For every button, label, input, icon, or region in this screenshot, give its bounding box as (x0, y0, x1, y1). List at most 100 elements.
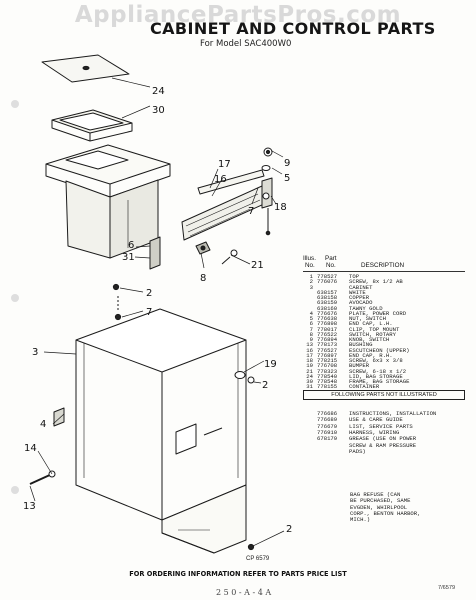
table-header: Illus. Part No. No. DESCRIPTION (303, 255, 473, 271)
part-number: 778527 (317, 273, 338, 280)
part-description: INSTRUCTIONS, INSTALLATION (349, 410, 437, 417)
illus-number: 2 (309, 278, 313, 286)
callout-30: 30 (152, 105, 165, 116)
end-cap-lh (149, 236, 161, 270)
note-line: CORP., BENTON HARBOR, (350, 509, 421, 517)
part-description: AVOCADO (349, 299, 373, 307)
note-line: BE PURCHASED, SAME (350, 497, 411, 505)
table-row: SCREW & RAM PRESSURE (303, 442, 476, 449)
rotary-switch (195, 241, 211, 255)
callout-21: 21 (251, 260, 264, 271)
part-number: 776897 (317, 351, 338, 359)
part-description: TOP (349, 273, 360, 280)
bumper (234, 371, 246, 379)
binder-holes (11, 100, 19, 494)
header-no-1: No. (305, 262, 315, 269)
illus-number: 19 (306, 362, 313, 370)
callout-17: 17 (218, 159, 231, 170)
table-row: 678179 GREASE (USE ON POWER (303, 435, 476, 443)
callout-31: 31 (122, 252, 135, 263)
note-line: BAG REFUSE (CAN (350, 491, 401, 498)
table-row: 776689 USE & CARE GUIDE (303, 416, 476, 424)
part-number: 776679 (317, 422, 338, 430)
table-row: 4 776676 PLATE, POWER CORD (303, 309, 476, 317)
illus-number: 3 (309, 283, 313, 291)
part-number: 638157 (317, 288, 338, 296)
part-number: 778540 (317, 372, 338, 380)
table-row: 13 778173 BUSHING (303, 341, 476, 349)
part-description: SWITCH, ROTARY (349, 330, 396, 338)
part-number: 778017 (317, 325, 338, 333)
part-number: 778323 (317, 367, 338, 375)
part-number: 638158 (317, 294, 338, 301)
part-description: NUT, SWITCH (349, 315, 386, 322)
callout-7-upper: 7 (248, 206, 254, 217)
table-row: 638157 WHITE (303, 288, 476, 296)
part-number: 776689 (317, 416, 338, 424)
part-number: 776910 (317, 428, 338, 436)
part-number: 776676 (317, 309, 338, 317)
callout-4: 4 (40, 419, 46, 430)
watermark: AppliancePartsPros.com (74, 2, 402, 28)
illus-number: 13 (306, 341, 313, 349)
header-description: DESCRIPTION (361, 262, 405, 269)
header-illus: Illus. (303, 255, 316, 262)
illus-number: 17 (306, 351, 313, 359)
callout-2-top: 2 (146, 288, 152, 299)
callout-2-bottom: 2 (286, 524, 292, 535)
part-number: 638159 (317, 299, 338, 307)
illus-number: 9 (309, 336, 313, 343)
illus-number: 30 (306, 378, 313, 385)
part-description: HARNESS, WIRING (349, 428, 400, 436)
header-no-2: No. (326, 262, 336, 269)
part-description: KNOB, SWITCH (349, 336, 390, 343)
note-line: MICH.) (350, 516, 371, 524)
part-number: 776708 (317, 362, 338, 370)
part-number: 778173 (317, 341, 338, 349)
ordering-footer: FOR ORDERING INFORMATION REFER TO PARTS … (129, 570, 347, 578)
illus-number: 18 (306, 357, 313, 364)
not-illustrated-banner: FOLLOWING PARTS NOT ILLUSTRATED (303, 390, 465, 400)
illus-number: 8 (309, 330, 313, 338)
table-row: 638159 AVOCADO (303, 299, 476, 307)
callout-19: 19 (264, 359, 277, 370)
callout-6: 6 (128, 240, 134, 251)
callout-9: 9 (284, 158, 290, 169)
callout-2-mid: 2 (262, 380, 268, 391)
part-description: PLATE, POWER CORD (349, 309, 407, 317)
part-description: BUSHING (349, 341, 373, 349)
part-number: 678179 (317, 435, 338, 443)
part-description: SCREW, 8x 1/2 AB (349, 278, 403, 286)
part-description: ESCUTCHEON (UPPER) (349, 346, 410, 354)
figure-number: CP 6579 (246, 556, 270, 562)
callout-7-lower: 7 (146, 307, 152, 318)
header-part: Part (325, 255, 337, 262)
part-description: USE & CARE GUIDE (349, 416, 403, 424)
callout-3: 3 (32, 347, 38, 358)
illus-number: 4 (309, 309, 313, 317)
container-assembly (45, 144, 171, 259)
callout-14: 14 (24, 443, 37, 454)
illus-number: 21 (306, 367, 313, 375)
part-description: WHITE (349, 288, 366, 296)
part-description: LID, BAG STORAGE (349, 372, 403, 380)
part-description: GREASE (USE ON POWER (349, 435, 417, 443)
